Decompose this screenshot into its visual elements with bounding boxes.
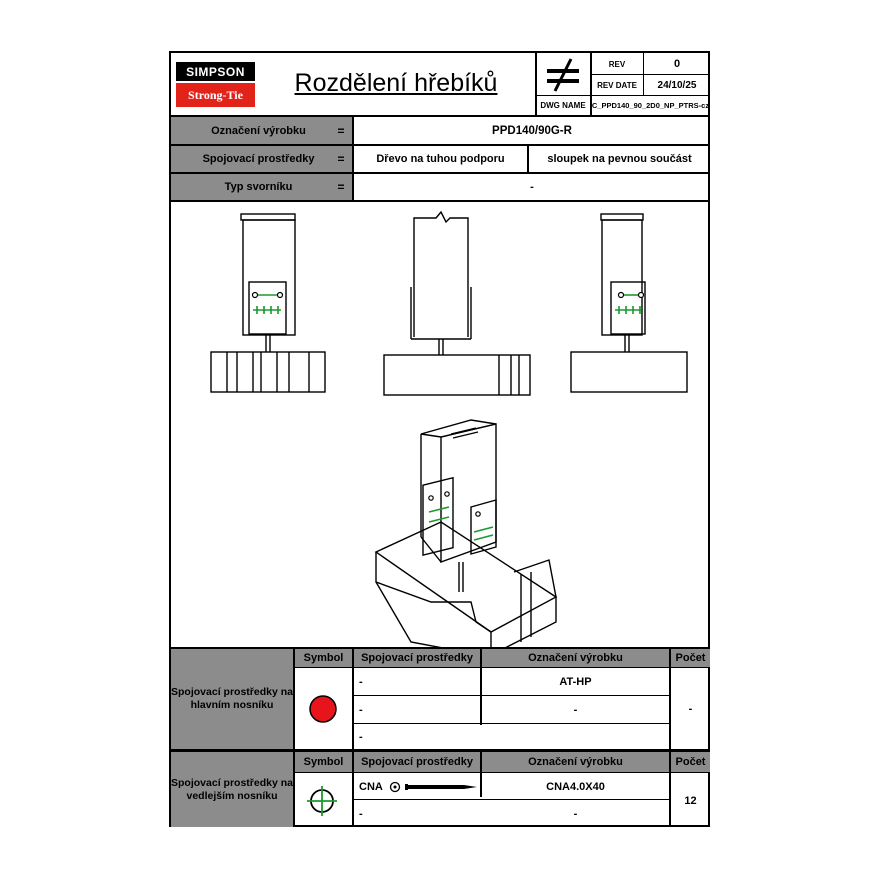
main-row2-product: - [573,704,578,716]
main-row1-product: AT-HP [559,676,592,688]
equals-2: = [337,152,345,166]
main-fastener-row-label: Spojovací prostředky na hlavním nosníku [171,686,293,711]
rev-date-value: 24/10/25 [657,79,697,91]
nail-icon [389,781,477,793]
equals-1: = [337,123,345,138]
page-title: Rozdělení hřebíků [294,68,498,97]
logo-simpson: SIMPSON [176,62,255,81]
dwg-name-value: C_PPD140_90_2D0_NP_PTRS-cz [591,100,710,110]
product-label: Označení výrobku [211,124,306,137]
red-circle-symbol-icon [309,695,337,723]
main-row3-fastener: - [359,731,363,743]
secondary-row1-product: CNA4.0X40 [546,780,605,793]
main-count: - [688,703,693,715]
main-col-count: Počet [675,652,706,664]
rev-label: REV [608,59,626,69]
main-col-symbol: Symbol [303,652,344,664]
main-row1-fastener: - [359,676,363,688]
main-row3-product [482,725,669,749]
rev-date-label: REV DATE [597,80,637,90]
technical-drawing [210,210,688,647]
secondary-row1-fastener: CNA [359,780,383,793]
fastener-value-post: sloupek na pevnou součást [547,153,692,165]
secondary-row2-fastener: - [359,808,363,820]
secondary-row2-product: - [573,808,578,820]
crosshair-symbol-icon [307,786,337,816]
logo-strong-tie: Strong-Tie [176,83,255,107]
rev-value: 0 [673,58,681,70]
drawing-sheet: SIMPSON Strong-Tie Rozdělení hřebíků REV… [169,51,710,827]
secondary-col-product: Označení výrobku [528,756,623,768]
main-col-product: Označení výrobku [528,652,623,664]
secondary-col-count: Počet [675,756,706,768]
front-view-left [210,213,326,393]
side-view-right [570,213,688,393]
front-view-center [383,210,531,396]
not-equal-icon [547,58,579,92]
bolt-value: - [530,181,534,193]
secondary-col-symbol: Symbol [303,756,344,768]
nail-marks [253,294,641,541]
fastener-value-wood: Dřevo na tuhou podporu [376,153,505,165]
fastener-label: Spojovací prostředky [202,153,315,165]
main-row2-fastener: - [359,704,363,716]
isometric-view [374,419,558,647]
secondary-count: 12 [684,794,697,807]
bolt-label: Typ svorníku [224,181,293,193]
dwg-name-label: DWG NAME [540,100,586,110]
main-col-fastener: Spojovací prostředky [361,652,473,664]
equals-3: = [337,180,345,194]
secondary-fastener-row-label: Spojovací prostředky na vedlejším nosník… [171,776,293,802]
secondary-col-fastener: Spojovací prostředky [361,756,473,768]
product-value: PPD140/90G-R [492,124,572,137]
